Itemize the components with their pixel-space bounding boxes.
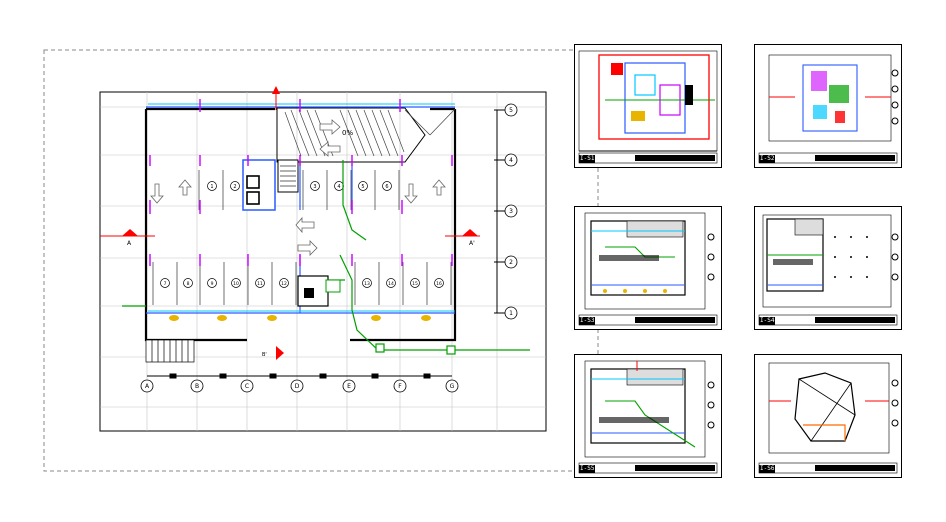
stall-number: 7 xyxy=(164,281,167,287)
row-grid-label: 2 xyxy=(509,259,513,266)
stall-number: 16 xyxy=(436,281,442,287)
fixtures xyxy=(169,315,431,321)
magenta-risers xyxy=(149,99,453,266)
main-sheet-border xyxy=(99,91,547,432)
parking-numbers-top xyxy=(207,181,392,191)
sheet-2-drawing xyxy=(758,54,899,164)
stall-number: 4 xyxy=(337,184,340,190)
stall-number: 3 xyxy=(313,184,316,190)
entrance-steps xyxy=(145,339,195,363)
row-grid-label: 1 xyxy=(509,310,513,317)
column-grid-label: A xyxy=(145,383,150,390)
column-grid-bubbles xyxy=(140,379,459,393)
cyan-pipe-lines xyxy=(148,103,455,312)
sheet-thumbnail-3[interactable]: I-S3 xyxy=(574,206,722,330)
row-grid-label: 4 xyxy=(509,157,513,164)
sheet-thumbnail-4[interactable]: I-S4 xyxy=(754,206,902,330)
column-grid-dimension xyxy=(147,373,452,379)
parking-stalls-bottom xyxy=(152,262,452,305)
stall-number: 2 xyxy=(233,184,236,190)
sheet-1-drawing xyxy=(578,50,718,164)
stall-number: 15 xyxy=(412,281,418,287)
section-mark-right-label: A' xyxy=(469,240,475,247)
sheet-thumbnail-5[interactable]: I-S5 xyxy=(574,354,722,478)
sheet-3-drawing xyxy=(578,212,718,326)
sheet-thumbnail-6[interactable]: I-S6 xyxy=(754,354,902,478)
row-grid-label: 3 xyxy=(509,208,513,215)
stall-number: 14 xyxy=(388,281,394,287)
row-grid-dimension xyxy=(494,109,505,314)
section-marks xyxy=(100,86,480,360)
sheet-6-label: I-S6 xyxy=(759,465,776,473)
sheet-thumbnail-1[interactable]: I-S1 xyxy=(574,44,722,168)
stall-number: 10 xyxy=(233,281,239,287)
stall-number: 9 xyxy=(211,281,214,287)
column-grid-label: D xyxy=(295,383,300,390)
sheet-3-label: I-S3 xyxy=(579,317,596,325)
equipment-room xyxy=(297,275,456,355)
stall-number: 1 xyxy=(210,184,213,190)
sheet-5-drawing xyxy=(578,360,718,474)
stall-number: 6 xyxy=(385,184,388,190)
stall-number: 5 xyxy=(361,184,364,190)
row-grid-label: 5 xyxy=(509,107,513,114)
sheet-4-label: I-S4 xyxy=(759,317,776,325)
column-grid-label: E xyxy=(347,383,351,390)
stall-number: 8 xyxy=(187,281,190,287)
sheet-5-label: I-S5 xyxy=(579,465,596,473)
traffic-arrows xyxy=(150,119,446,256)
section-mark-left-label: A xyxy=(127,240,132,247)
ramp-area xyxy=(276,107,456,163)
ramp-slope-label: 0% xyxy=(342,129,353,137)
stall-number: 11 xyxy=(257,281,263,287)
stair-core xyxy=(242,159,299,211)
parking-numbers-bottom xyxy=(160,278,444,288)
parking-stalls-top xyxy=(198,170,400,210)
stall-number: 12 xyxy=(281,281,287,287)
sheet-thumbnail-2[interactable]: I-S2 xyxy=(754,44,902,168)
column-grid-label: G xyxy=(450,383,455,390)
column-grid-label: F xyxy=(398,383,402,390)
section-mark-bottom-label: B' xyxy=(262,352,267,358)
row-grid-bubbles xyxy=(504,103,518,320)
sheet-6-drawing xyxy=(758,362,899,474)
stall-number: 13 xyxy=(364,281,370,287)
sheet-2-label: I-S2 xyxy=(759,155,776,163)
sheet-1-label: I-S1 xyxy=(579,155,596,163)
column-grid-label: C xyxy=(245,383,249,390)
sheet-4-drawing xyxy=(758,214,899,326)
column-grid-label: B xyxy=(195,383,199,390)
reference-grid xyxy=(100,92,546,431)
